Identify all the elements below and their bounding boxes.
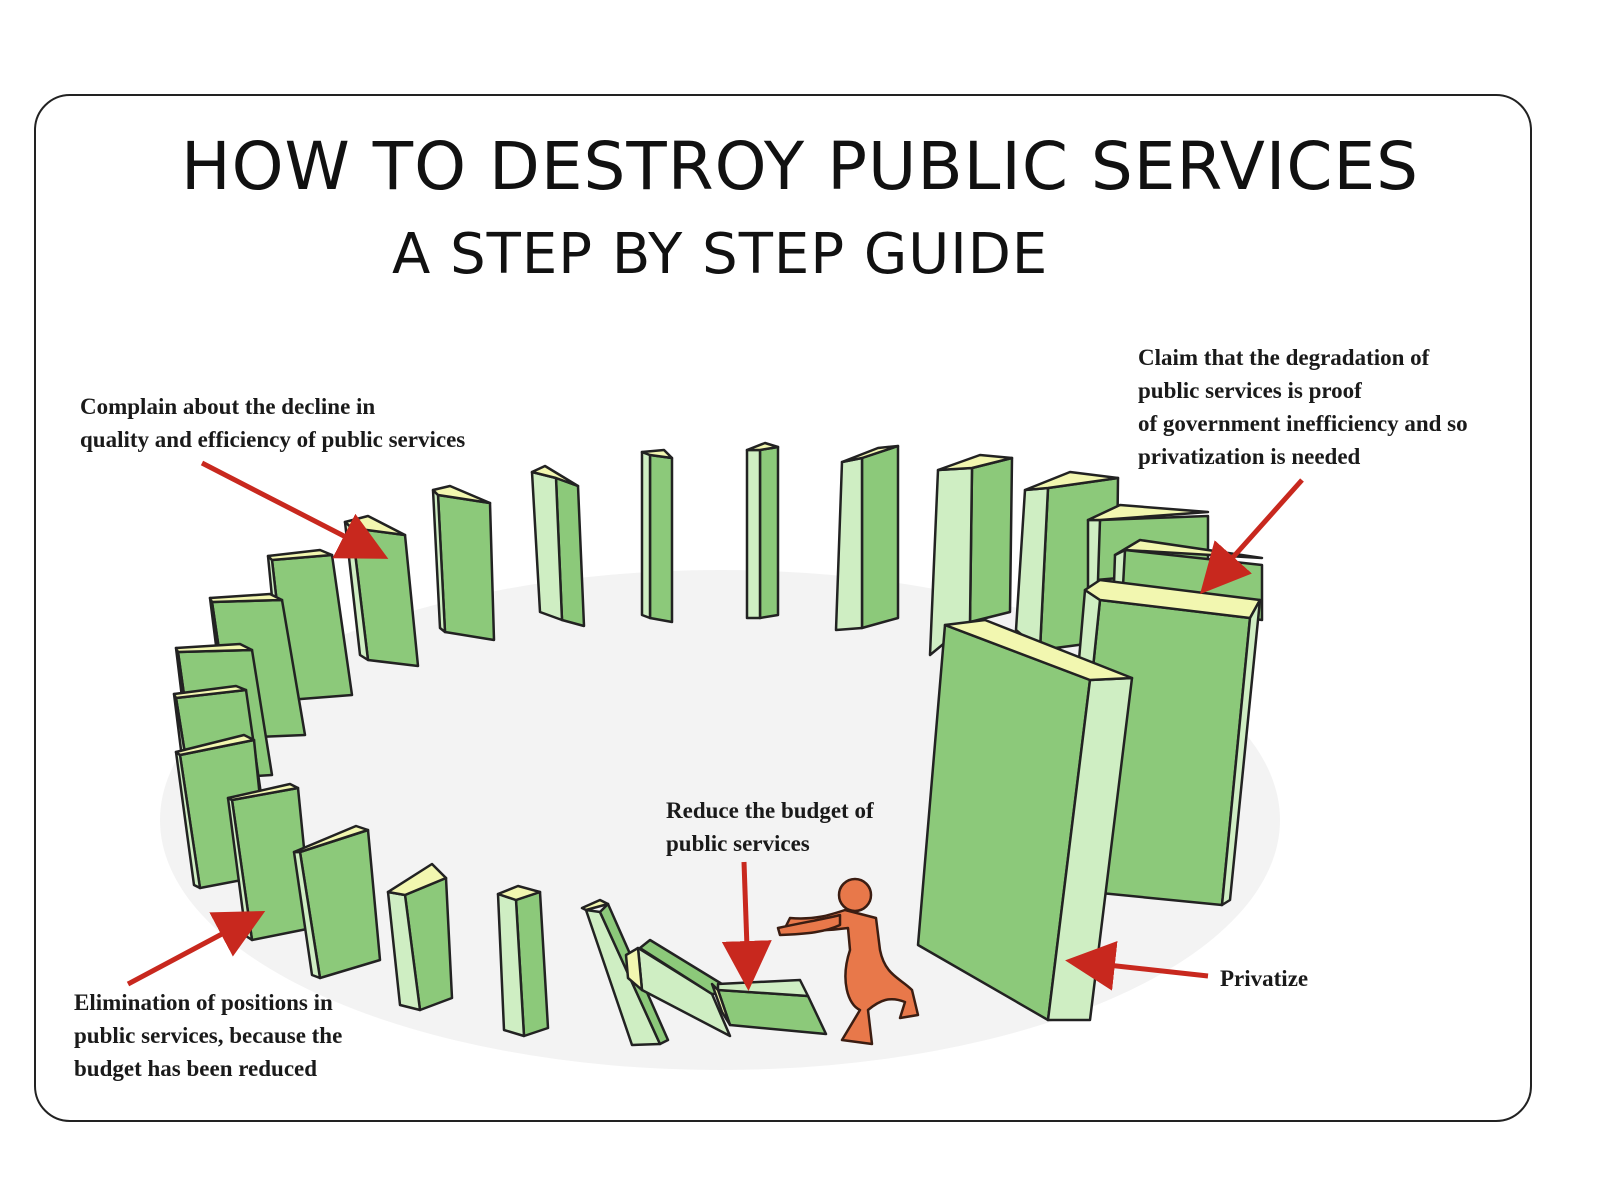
domino [292,824,382,980]
page-subtitle: A STEP BY STEP GUIDE [392,222,1049,287]
domino [928,453,1014,657]
arrow-complain [200,460,389,559]
person-figure [776,877,920,1046]
domino [431,484,496,642]
domino [745,441,780,620]
domino [640,448,674,624]
domino-falling [624,938,737,1038]
domino [386,862,454,1012]
step-reduce-label: Reduce the budget of public services [666,798,874,856]
step-complain-label: Complain about the decline in quality an… [80,394,466,452]
domino [834,444,900,632]
arrow-privatize [1065,940,1209,991]
arrow-reduce [721,861,772,991]
arrow-eliminate [126,910,266,987]
arrow-claim [1200,478,1304,595]
domino [496,884,550,1038]
domino [530,464,586,628]
page-title: HOW TO DESTROY PUBLIC SERVICES [180,128,1420,205]
domino-large [916,618,1134,1022]
step-eliminate-label: Elimination of positions in public servi… [74,990,343,1081]
step-claim-label: Claim that the degradation of public ser… [1138,345,1468,469]
step-privatize-label: Privatize [1220,966,1309,991]
